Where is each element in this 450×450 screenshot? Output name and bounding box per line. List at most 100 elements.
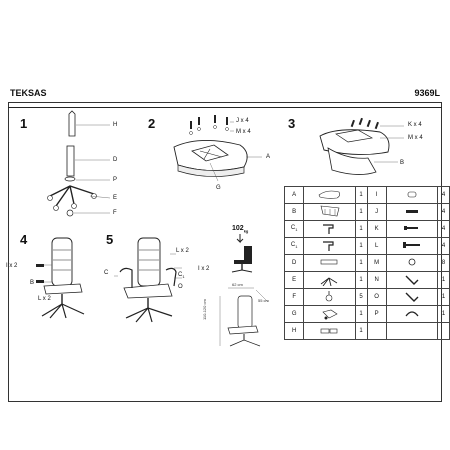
step-1-label-h: H xyxy=(113,122,118,128)
part-picture-2 xyxy=(385,203,439,221)
header-rule xyxy=(8,107,442,108)
armrest-icon xyxy=(323,224,335,234)
part-letter-2: N xyxy=(366,271,387,289)
part-qty-2: 1 xyxy=(437,305,450,323)
model-name: TEKSAS xyxy=(10,88,47,98)
step-2-number: 2 xyxy=(148,116,156,131)
part-qty-2: 4 xyxy=(437,203,450,221)
part-qty-2: 4 xyxy=(437,237,450,255)
step-5-label-o: O xyxy=(178,284,183,290)
step-1-label-p: P xyxy=(113,177,118,183)
dimension-depth: 55 cm xyxy=(258,298,269,303)
weight-chair-icon xyxy=(231,234,253,273)
step-1-label-f: F xyxy=(113,210,117,216)
dimension-width: 62 cm xyxy=(232,282,243,287)
part-picture-2 xyxy=(385,254,439,272)
allen-key-icon xyxy=(405,275,419,285)
part-picture-2 xyxy=(385,237,439,255)
dimension-chair-drawing xyxy=(219,287,269,347)
part-qty: 1 xyxy=(354,203,368,221)
step-1-label-d: D xyxy=(113,157,118,163)
caster-icon xyxy=(326,291,333,302)
step-5-illustration xyxy=(114,237,182,323)
part-letter: D xyxy=(283,254,305,272)
step-3-label-m: M x 4 xyxy=(408,135,423,141)
weight-limit: 102kg xyxy=(232,225,249,234)
step-1-label-e: E xyxy=(113,195,118,201)
part-qty: 1 xyxy=(354,254,368,272)
step-3-label-k: K x 4 xyxy=(408,122,422,128)
part-qty: 1 xyxy=(354,322,368,340)
part-letter-2: L xyxy=(366,237,387,255)
part-letter: C1 xyxy=(283,237,305,255)
part-picture xyxy=(303,288,356,306)
step-3-number: 3 xyxy=(288,116,296,131)
part-qty-2: 4 xyxy=(437,220,450,238)
step-2-label-j: J x 4 xyxy=(236,118,249,124)
step-5-label-i: I x 2 xyxy=(198,266,210,272)
washer-icon xyxy=(408,258,416,266)
bolt-icon xyxy=(405,210,418,213)
clip-icon xyxy=(405,311,419,317)
step-5-label-c: C xyxy=(104,270,109,276)
part-letter: G xyxy=(283,305,305,323)
cover-icon xyxy=(321,328,338,334)
step-1-number: 1 xyxy=(20,116,28,131)
part-picture xyxy=(303,237,356,255)
part-picture xyxy=(303,271,356,289)
part-picture xyxy=(303,203,356,221)
step-5-number: 5 xyxy=(106,232,114,247)
part-picture-2 xyxy=(385,271,439,289)
part-picture-2 xyxy=(385,305,439,323)
backrest-icon xyxy=(321,205,340,217)
part-letter-2: P xyxy=(366,305,387,323)
part-picture-2 xyxy=(385,288,439,306)
part-picture xyxy=(303,220,356,238)
part-qty-2: 1 xyxy=(437,271,450,289)
part-qty-2: 1 xyxy=(437,288,450,306)
part-letter-2: M xyxy=(366,254,387,272)
part-letter-2: O xyxy=(366,288,387,306)
dimension-height: 110-120 cm xyxy=(202,299,207,320)
part-picture xyxy=(303,305,356,323)
armrest-icon xyxy=(323,241,335,251)
part-letter: E xyxy=(283,271,305,289)
step-2-label-g: G xyxy=(216,185,221,191)
part-picture xyxy=(303,254,356,272)
part-letter: F xyxy=(283,288,305,306)
step-5-label-c1: C1 xyxy=(178,272,185,280)
cap-icon xyxy=(407,191,417,198)
step-2-illustration xyxy=(173,115,262,182)
step-4-illustration xyxy=(36,237,85,319)
part-letter-2: J xyxy=(366,203,387,221)
part-qty-2: 4 xyxy=(437,186,450,204)
screw-icon xyxy=(403,226,418,230)
mechanism-icon xyxy=(322,309,339,320)
step-2-label-a: A xyxy=(266,154,271,160)
step-4-number: 4 xyxy=(20,232,28,247)
part-qty: 5 xyxy=(354,288,368,306)
step-3-label-b: B xyxy=(400,160,405,166)
seat-icon xyxy=(319,190,341,199)
part-letter: C1 xyxy=(283,220,305,238)
allen-key-icon xyxy=(405,292,419,302)
part-letter: B xyxy=(283,203,305,221)
part-qty-2: 8 xyxy=(437,254,450,272)
part-picture-2 xyxy=(385,220,439,238)
part-qty: 1 xyxy=(354,186,368,204)
base-icon xyxy=(321,277,338,287)
part-qty: 1 xyxy=(354,237,368,255)
part-qty: 1 xyxy=(354,271,368,289)
part-picture xyxy=(303,186,356,204)
step-4-label-i: I x 2 xyxy=(6,263,18,269)
step-4-label-l: L x 2 xyxy=(38,296,51,302)
